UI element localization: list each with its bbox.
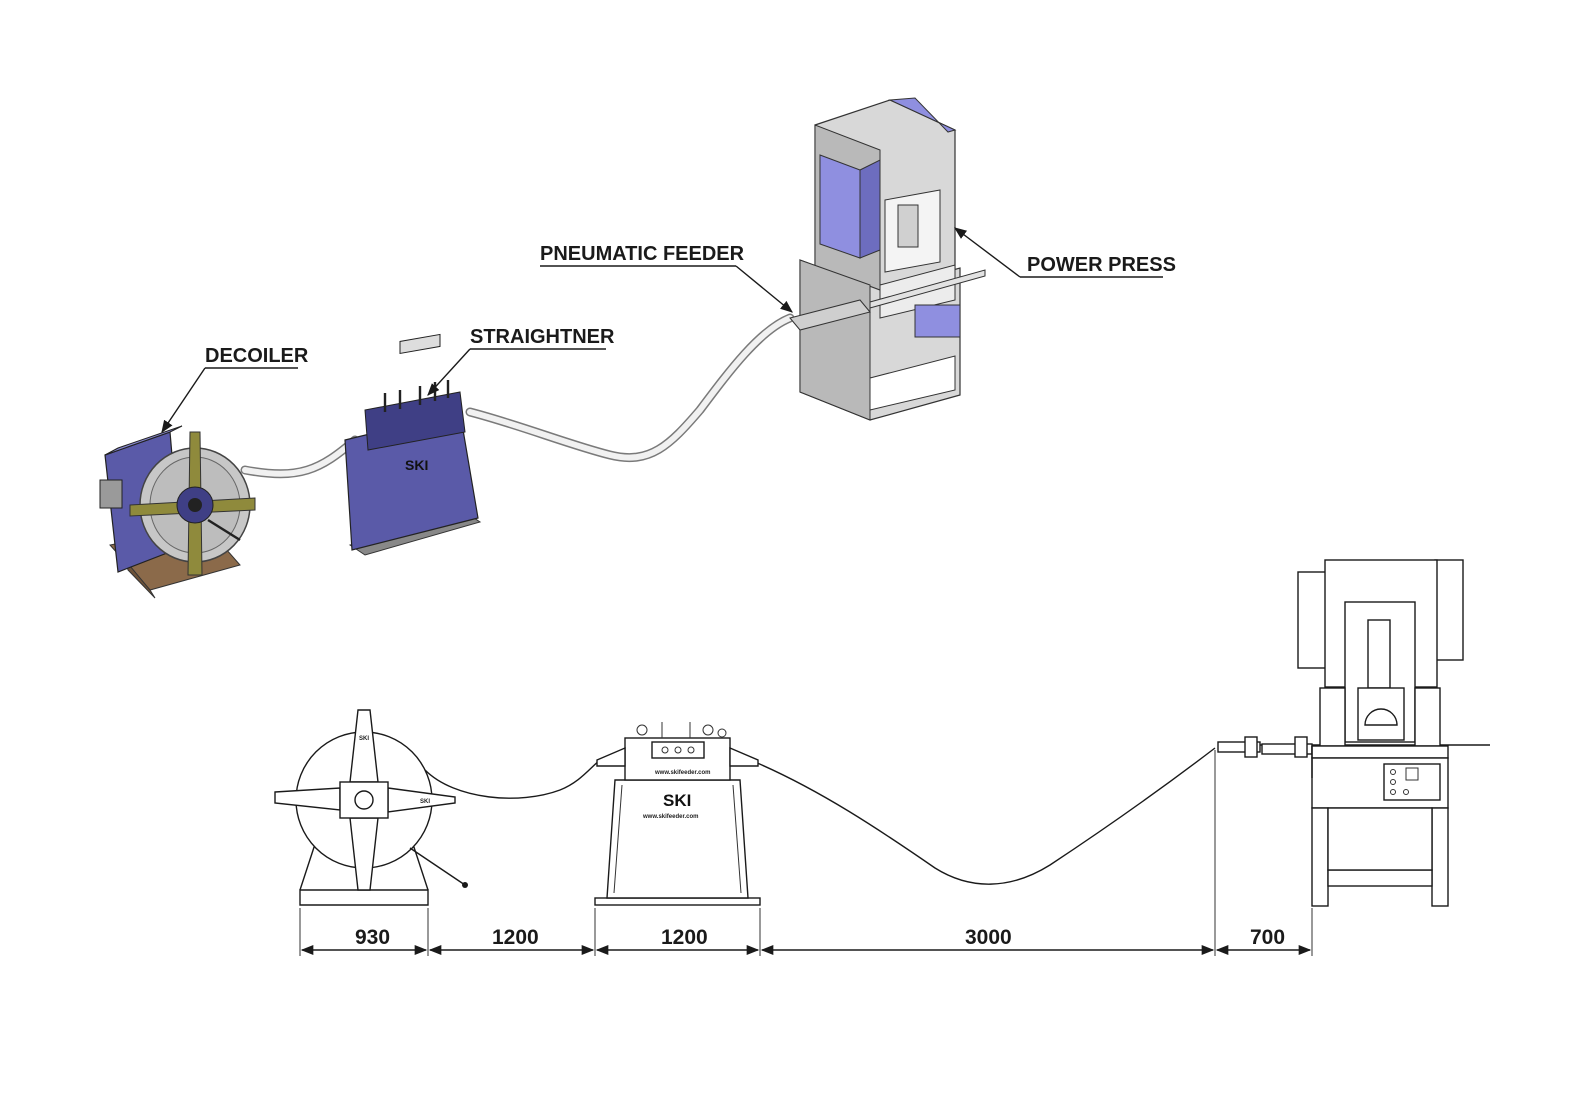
svg-text:SKI: SKI <box>420 799 430 805</box>
straightener-front-logo: SKI <box>663 791 691 810</box>
dimension-1200-a: 1200 <box>492 926 539 949</box>
label-straightner: STRAIGHTNER <box>470 326 615 348</box>
straightener-front-website: www.skifeeder.com <box>642 814 698 820</box>
decoiler-front: SKI SKI <box>274 709 468 906</box>
label-pneumatic-feeder: PNEUMATIC FEEDER <box>540 243 745 265</box>
callout-straightner: STRAIGHTNER <box>427 326 615 396</box>
power-press-front <box>1297 559 1464 907</box>
material-strip-iso <box>240 313 795 479</box>
straightener-front: SKI www.skifeeder.com www.skifeeder.com <box>594 722 761 906</box>
svg-text:SKI: SKI <box>359 736 369 742</box>
straightener-iso-logo: SKI <box>405 457 428 473</box>
dimension-lines: 930 1200 1200 3000 700 <box>299 750 1313 956</box>
dimension-700: 700 <box>1250 926 1285 949</box>
dimension-1200-b: 1200 <box>661 926 708 949</box>
callout-power-press: POWER PRESS <box>953 227 1176 278</box>
callout-decoiler: DECOILER <box>161 345 309 434</box>
decoiler-iso <box>99 425 256 599</box>
straightener-head-website: www.skifeeder.com <box>654 770 710 776</box>
straightener-iso: SKI <box>344 333 482 556</box>
dimension-3000: 3000 <box>965 926 1012 949</box>
label-decoiler: DECOILER <box>205 345 309 367</box>
dimension-930: 930 <box>355 926 390 949</box>
pneumatic-feeder-front <box>1217 736 1313 758</box>
label-power-press: POWER PRESS <box>1027 254 1176 276</box>
callout-pneumatic-feeder: PNEUMATIC FEEDER <box>540 243 793 313</box>
power-press-iso <box>789 97 986 421</box>
